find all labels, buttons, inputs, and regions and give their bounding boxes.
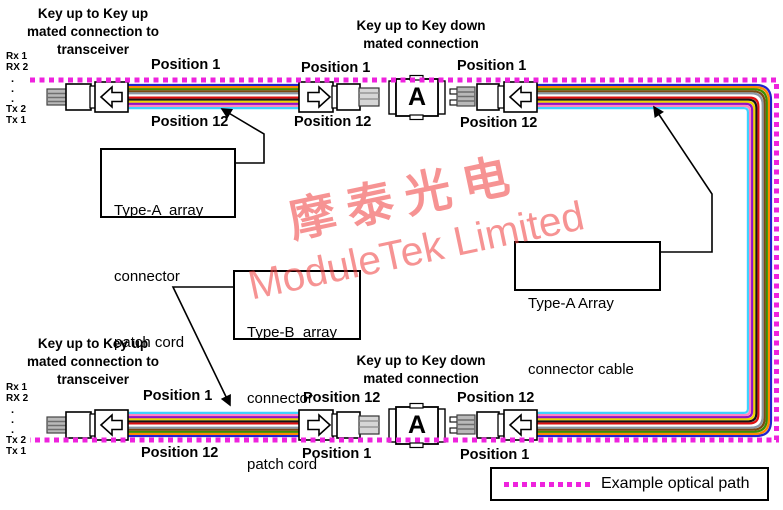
position-label: Position 1: [151, 57, 221, 73]
key-arrow-right-icon: [307, 85, 332, 109]
fiber-strand: [535, 88, 768, 433]
port-label-tx2-bottom: Tx 2: [6, 435, 27, 446]
fiber-strand: [535, 107, 749, 414]
mpo-connector-mid-right: [449, 81, 538, 113]
key-arrow-left-icon: [99, 85, 123, 109]
fiber-strand: [535, 90, 766, 431]
header-top-left: Key up to Key up mated connection to tra…: [26, 6, 159, 57]
fiber-strand: [535, 100, 756, 421]
type-a-cable-arrow: [653, 105, 713, 253]
position-label: Position 12: [303, 390, 381, 406]
key-arrow-left-icon: [508, 85, 532, 109]
callout-type-a-patch-cord: Type-A array connector patch cord: [100, 148, 236, 351]
callout-type-a-array-cable: Type-A Array connector cable: [514, 241, 661, 378]
adapter-housing: [388, 74, 446, 121]
fiber-strand: [535, 98, 758, 423]
legend-label: Example optical path: [601, 475, 750, 492]
fiber-strand: [535, 92, 764, 429]
position-label: Position 12: [457, 390, 535, 406]
port-label-rx1-top: Rx 1: [6, 51, 28, 62]
position-label: Position 1: [143, 388, 213, 404]
fiber-strand: [535, 102, 754, 419]
legend-example-optical-path: Example optical path: [490, 467, 769, 501]
port-label-tx2-top: Tx 2: [6, 104, 27, 115]
adapter-label-top: A: [407, 83, 427, 111]
position-label: Position 12: [141, 445, 219, 461]
port-ellipsis-dot: ·: [11, 86, 15, 98]
fiber-strand: [535, 94, 762, 427]
mpo-connector-left: [46, 81, 129, 113]
type-b-patch-arrow: [171, 286, 233, 407]
position-label: Position 1: [457, 58, 527, 74]
header-top-middle: Key up to Key down mated connection: [356, 18, 486, 51]
port-ellipsis-dot: ·: [11, 96, 15, 108]
position-label: Position 12: [460, 115, 538, 131]
fiber-strand: [535, 96, 760, 425]
optical-path-dotted-line: [30, 77, 779, 443]
port-label-tx1-bottom: Tx 1: [6, 446, 27, 457]
port-label-rx2-bottom: RX 2: [6, 393, 29, 404]
position-label: Position 1: [302, 446, 372, 462]
port-ellipsis-dot: ·: [11, 417, 15, 429]
port-label-tx1-top: Tx 1: [6, 115, 27, 126]
position-label: Position 12: [151, 114, 229, 130]
fiber-strand: [535, 104, 752, 417]
fiber-strand: [535, 83, 773, 438]
position-label: Position 1: [460, 447, 530, 463]
fiber-ribbon-cables: [122, 83, 773, 438]
header-bottom-left: Key up to Key up mated connection to tra…: [26, 336, 159, 387]
adapter-label-bottom: A: [407, 411, 427, 439]
fiber-strand: [535, 86, 770, 435]
position-label: Position 1: [301, 60, 371, 76]
callout-arrows: [171, 105, 713, 407]
port-ellipsis-dot: ·: [11, 427, 15, 439]
port-label-rx2-top: RX 2: [6, 62, 29, 73]
type-a-patch-arrow: [220, 108, 265, 164]
position-label: Position 12: [294, 114, 372, 130]
port-ellipsis-dot: ·: [11, 407, 15, 419]
port-ellipsis-dot: ·: [11, 76, 15, 88]
connector-row: [46, 74, 538, 121]
header-bottom-middle: Key up to Key down mated connection: [356, 353, 486, 386]
callout-type-b-patch-cord: Type-B array connector patch cord: [233, 270, 361, 473]
optical-path-swatch-icon: [504, 481, 590, 487]
port-label-rx1-bottom: Rx 1: [6, 382, 28, 393]
mpo-connector-mid-left: [298, 81, 380, 113]
